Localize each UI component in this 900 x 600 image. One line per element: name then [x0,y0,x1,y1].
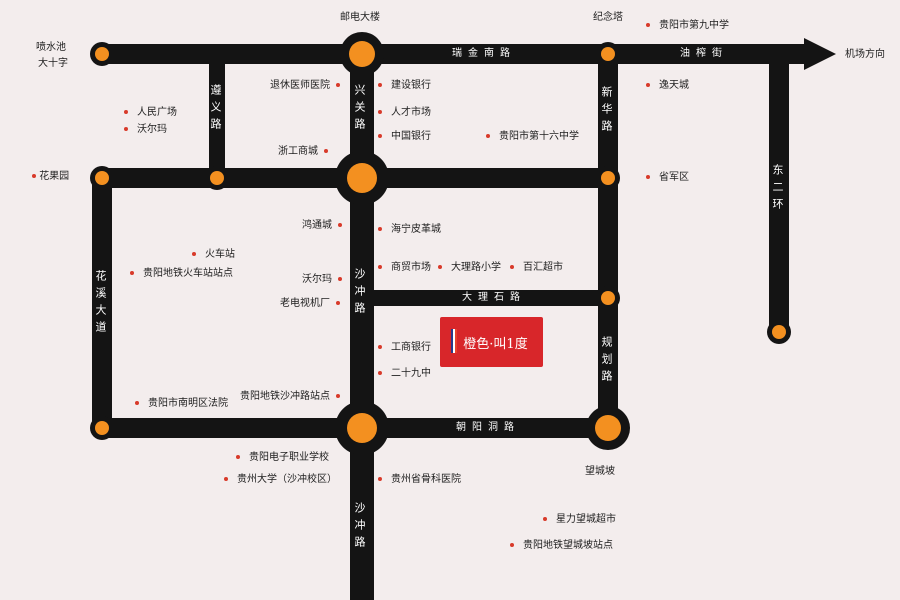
place-airport: 机场方向 [845,49,885,60]
poi-walmart2: 沃尔玛 [302,274,342,286]
flag-icon [451,329,457,353]
poi-yitian: 逸天城 [646,80,689,92]
poi-shengjun: 省军区 [646,172,689,184]
place-pentiaochi: 喷水池 [36,42,66,53]
airport-arrow [804,38,836,70]
poi-guke: 贵州省骨科医院 [378,474,461,486]
poi-rencai: 人才市场 [378,107,431,119]
poi-renmin: 人民广场 [124,107,177,119]
poi-zhegong: 浙工商城 [278,146,328,158]
logo-text: 橙色·叫1度 [463,336,528,352]
poi-xingli: 星力望城超市 [543,514,616,526]
poi-jiuzhong: 贵阳市第九中学 [646,20,729,32]
poi-fayuan: 贵阳市南明区法院 [135,398,228,410]
road-label-shachong-mid: 沙冲路 [353,268,366,319]
road-label-dali: 大理石路 [462,292,526,303]
place-shizi: 大十字 [38,58,68,69]
poi-metro-shachong: 贵阳地铁沙冲路站点 [240,391,340,403]
road-label-zunyi: 遵义路 [209,84,222,135]
road-label-dongerhuan: 东二环 [771,164,784,215]
poi-baihui: 百汇超市 [510,262,563,274]
place-huaguoyuan: 花果园 [26,171,69,183]
poi-ershijiu: 二十九中 [378,368,431,380]
poi-metro-wangcheng: 贵阳地铁望城坡站点 [510,540,613,552]
road-label-guihua: 规划路 [600,336,613,387]
poi-jianshe: 建设银行 [378,80,431,92]
nodes [90,32,791,455]
poi-zhongguo: 中国银行 [378,131,431,143]
poi-huoche: 火车站 [192,249,235,261]
road-label-xingguan: 兴关路 [353,84,366,135]
poi-shangmao: 商贸市场 [378,262,431,274]
poi-tuixiu: 退休医师医院 [270,80,340,92]
project-logo: 橙色·叫1度 [440,317,543,367]
place-jinian: 纪念塔 [593,12,623,23]
poi-shiliu: 贵阳市第十六中学 [486,131,579,143]
road-label-huaxi: 花溪大道 [94,270,107,338]
poi-guizhoudaxue: 贵州大学（沙冲校区） [224,474,337,486]
poi-gongshang: 工商银行 [378,342,431,354]
poi-walmart1: 沃尔玛 [124,124,167,136]
poi-dalixiao: 大理路小学 [438,262,501,274]
road-label-chaoyang: 朝阳洞路 [456,422,520,433]
road-label-ruijin: 瑞金南路 [452,48,516,59]
poi-dianzi: 贵阳电子职业学校 [236,452,329,464]
poi-laodianshi: 老电视机厂 [280,298,340,310]
road-label-youzha: 油榨街 [680,48,728,59]
place-youdian: 邮电大楼 [340,12,380,23]
road-label-shachong-south: 沙冲路 [353,502,366,553]
place-wangchengpo: 望城坡 [585,466,615,477]
poi-haining: 海宁皮革城 [378,224,441,236]
road-label-xinhua: 新华路 [600,86,613,137]
poi-metro-huoche: 贵阳地铁火车站站点 [130,268,233,280]
poi-hongtong: 鸿通城 [302,220,342,232]
